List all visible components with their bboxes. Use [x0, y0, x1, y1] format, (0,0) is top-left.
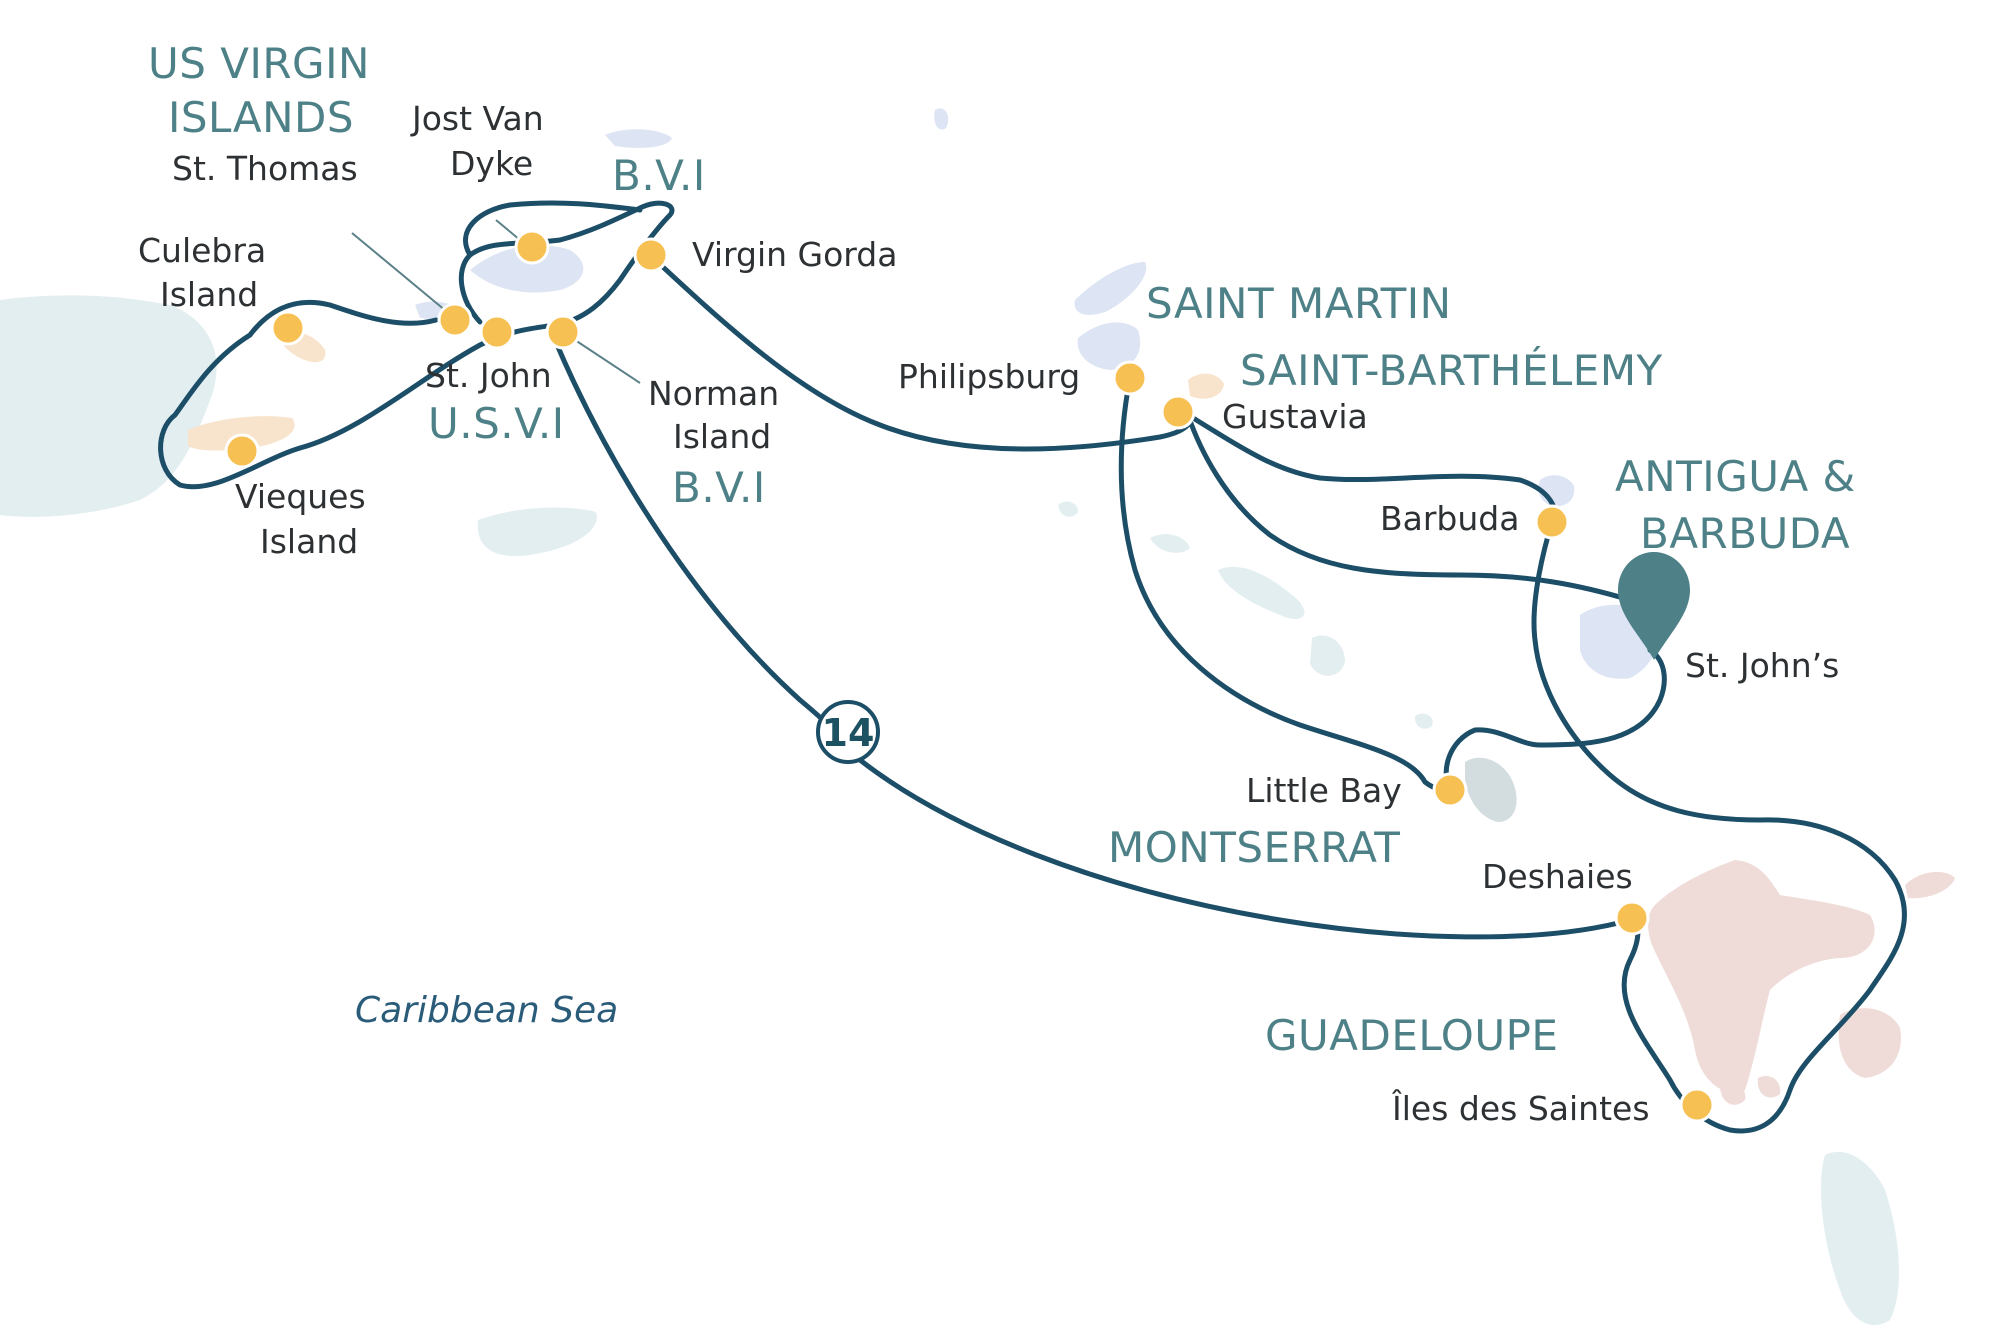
jost-van-dyke-port-dot[interactable]	[514, 229, 550, 265]
anguilla-shape	[1074, 262, 1147, 315]
duration-badge-text: 14	[822, 711, 875, 755]
norman-island-port-dot[interactable]	[545, 314, 581, 350]
port-label-culebra-line1: Culebra	[138, 231, 266, 270]
port-label-vieques-line1: Vieques	[235, 477, 366, 516]
route-segment-montserrat-antigua	[1443, 647, 1667, 793]
sea-label: Caribbean Sea	[355, 990, 618, 1031]
la-desirade-shape	[1905, 871, 1955, 899]
duration-badge: 14	[816, 700, 880, 764]
barbuda-port-dot[interactable]	[1534, 504, 1570, 540]
vieques-port-dot[interactable]	[224, 433, 260, 469]
marie-galante-shape	[1838, 1008, 1901, 1078]
st-john-port-dot[interactable]	[479, 314, 515, 350]
map-pin-icon	[1618, 552, 1690, 660]
anegada-shape	[605, 129, 672, 148]
region-label-guadeloupe: GUADELOUPE	[1265, 1011, 1558, 1060]
port-markers	[224, 229, 1715, 1123]
port-label-norman-line2: Island	[673, 417, 771, 456]
port-label-iles-des-saintes: Îles des Saintes	[1391, 1088, 1650, 1128]
little-bay-port-dot[interactable]	[1432, 772, 1468, 808]
port-labels: St. Thomas Jost Van Dyke Culebra Island …	[138, 99, 1839, 1128]
deshaies-port-dot[interactable]	[1614, 900, 1650, 936]
st-croix-shape	[477, 507, 597, 557]
port-label-little-bay: Little Bay	[1246, 771, 1402, 810]
region-label-usvi-line1: US VIRGIN	[148, 39, 370, 88]
port-label-jost-line1: Jost Van	[410, 99, 544, 138]
port-label-gustavia: Gustavia	[1222, 397, 1368, 436]
norman-island-leader-line	[574, 339, 641, 384]
region-label-antigua-line2: BARBUDA	[1640, 509, 1850, 558]
region-label-bvi-top: B.V.I	[612, 151, 706, 200]
statia-shape	[1150, 534, 1190, 553]
redonda-shape	[1414, 713, 1433, 729]
port-label-culebra-line2: Island	[160, 275, 258, 314]
region-label-usvi-line2: ISLANDS	[168, 93, 354, 142]
region-label-montserrat: MONTSERRAT	[1108, 823, 1400, 872]
iles-des-saintes-port-dot[interactable]	[1679, 1087, 1715, 1123]
british-virgin-islands-shape	[470, 245, 584, 293]
guadeloupe-shape	[1648, 860, 1875, 1093]
region-label-antigua-line1: ANTIGUA &	[1615, 452, 1856, 501]
st-kitts-shape	[1218, 566, 1305, 620]
les-saintes-shape	[1720, 1075, 1781, 1105]
gustavia-port-dot[interactable]	[1160, 394, 1196, 430]
st-thomas-port-dot[interactable]	[437, 302, 473, 338]
vieques-island-shape	[188, 416, 295, 451]
region-label-usvi-abbr: U.S.V.I	[428, 399, 565, 448]
port-label-norman-line1: Norman	[648, 374, 779, 413]
dominica-shape	[1820, 1151, 1900, 1326]
region-label-bvi-bottom: B.V.I	[672, 463, 766, 512]
port-label-st-johns: St. John’s	[1685, 646, 1839, 685]
region-label-saint-barthelemy: SAINT-BARTHÉLEMY	[1240, 345, 1663, 395]
port-label-st-john: St. John	[425, 356, 552, 395]
nevis-shape	[1310, 635, 1345, 676]
port-label-barbuda: Barbuda	[1380, 499, 1519, 538]
port-label-virgin-gorda: Virgin Gorda	[692, 235, 897, 274]
endpoint-marker-st-johns[interactable]	[1618, 552, 1690, 660]
port-label-vieques-line2: Island	[260, 522, 358, 561]
route-segment-norman-to-deshaies	[552, 337, 1633, 940]
region-label-saint-martin: SAINT MARTIN	[1146, 279, 1452, 328]
land-masses	[0, 108, 1955, 1326]
region-labels: US VIRGIN ISLANDS B.V.I U.S.V.I B.V.I SA…	[148, 39, 1856, 1060]
port-label-philipsburg: Philipsburg	[898, 357, 1080, 396]
st-thomas-leader-line	[351, 232, 453, 317]
culebra-port-dot[interactable]	[270, 310, 306, 346]
saint-barthelemy-shape	[1188, 373, 1224, 399]
duration-badge-circle	[816, 700, 880, 764]
route-segment-virgin-gorda-to-st-barths	[647, 252, 1193, 452]
saba-shape	[1058, 501, 1078, 517]
saint-martin-shape	[1077, 322, 1141, 370]
route-segment-philipsburg-montserrat	[1118, 375, 1453, 794]
route-segment-puerto-rico-loop	[158, 299, 558, 490]
port-label-deshaies: Deshaies	[1482, 857, 1633, 896]
philipsburg-port-dot[interactable]	[1112, 360, 1148, 396]
port-label-jost-line2: Dyke	[450, 144, 533, 183]
port-label-st-thomas: St. Thomas	[172, 149, 358, 188]
virgin-gorda-port-dot[interactable]	[633, 237, 669, 273]
route-segment-gustavia-antigua	[1185, 412, 1633, 603]
montserrat-shape	[1465, 757, 1517, 822]
route-segment-bvi-loop	[458, 200, 675, 328]
sombrero-shape	[934, 108, 949, 130]
